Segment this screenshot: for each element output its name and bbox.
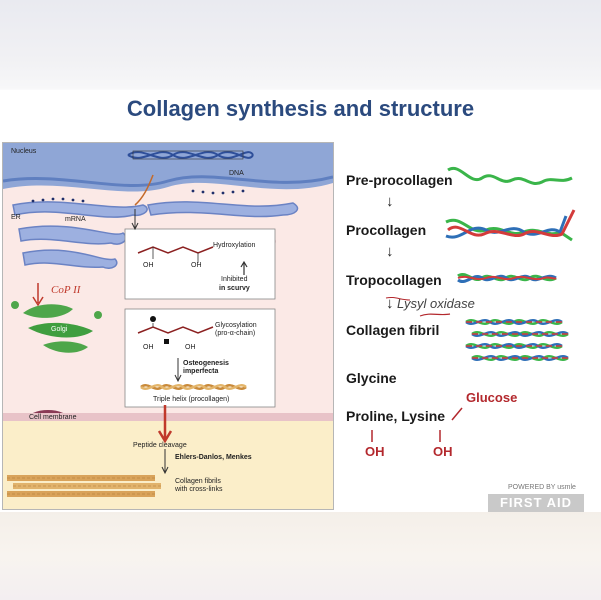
step-collagen-fibril: Collagen fibril <box>346 322 440 338</box>
step-procollagen: Procollagen <box>346 222 427 238</box>
oh-label-4: OH <box>185 344 196 351</box>
procollagen-strands <box>445 209 576 242</box>
golgi-label: Golgi <box>51 326 68 333</box>
er-label: ER <box>11 214 21 221</box>
arrow-down-icon: ↓ <box>386 243 394 260</box>
cell-diagram: Nucleus DNA mRNA ER Golgi Hydroxylation … <box>3 143 333 509</box>
hydroxylation-box <box>124 228 276 300</box>
powered-by-label: POWERED BY usmle <box>508 484 576 491</box>
step-proline-lysine: Proline, Lysine <box>346 408 446 424</box>
ehlers-danlos-label: Ehlers-Danlos, Menkes <box>175 454 252 461</box>
arrow-down-icon: ↓ <box>386 295 394 312</box>
oh-label-3: OH <box>143 344 154 351</box>
collagen-fibrils <box>7 475 161 497</box>
nucleus-label: Nucleus <box>11 148 37 155</box>
collagen-step-list: Pre-procollagen ↓ Procollagen ↓ Tropocol… <box>0 90 601 512</box>
glucose-annotation: Glucose <box>466 390 518 405</box>
step-glycine: Glycine <box>346 370 397 386</box>
triple-helix-label: Triple helix (procollagen) <box>153 396 229 403</box>
tropocollagen-strands <box>457 273 557 283</box>
first-aid-logo: FIRST AID <box>488 494 584 512</box>
inhibited-label: Inhibited <box>221 276 248 283</box>
in-scurvy-label: in scurvy <box>219 285 250 292</box>
collagen-fibrils-label: Collagen fibrils <box>175 478 221 485</box>
strand-illustrations <box>371 166 576 442</box>
cell-membrane-label: Cell membrane <box>29 414 77 421</box>
oh-annotation-right: OH <box>433 444 453 459</box>
background-fade <box>0 512 601 600</box>
glucose-pointer <box>451 407 463 421</box>
imperfecta-label: imperfecta <box>183 368 219 375</box>
oh-label-1: OH <box>143 262 154 269</box>
oh-label-2: OH <box>191 262 202 269</box>
dna-helix <box>127 150 254 160</box>
glycosylation-label: Glycosylation <box>215 322 257 329</box>
er-membranes <box>12 201 148 270</box>
step-pre-procollagen: Pre-procollagen <box>346 172 453 188</box>
step-tropocollagen: Tropocollagen <box>346 272 442 288</box>
golgi-apparatus <box>11 301 102 353</box>
pre-procollagen-strand <box>447 166 573 185</box>
triple-helix <box>140 384 247 390</box>
oh-annotation-left: OH <box>365 444 385 459</box>
slide-title: Collagen synthesis and structure <box>126 96 475 121</box>
handwritten-cop-label: CoP II <box>51 284 82 296</box>
collagen-fibril-bundle <box>465 319 569 361</box>
mrna-strand <box>134 174 154 206</box>
mrna-label: mRNA <box>65 216 86 223</box>
hydroxylation-label: Hydroxylation <box>213 242 256 249</box>
arrow-down-icon: ↓ <box>386 193 394 210</box>
glycosylation-sub-label: (pro-α-chain) <box>215 330 255 337</box>
dna-label: DNA <box>229 170 244 177</box>
peptide-cleavage-label: Peptide cleavage <box>133 442 187 449</box>
glycosylation-box <box>124 308 276 408</box>
cross-links-label: with cross-links <box>174 486 223 493</box>
slide: Collagen synthesis and structure <box>0 90 601 512</box>
cell-membrane-band <box>3 413 333 421</box>
lysyl-oxidase-label: Lysyl oxidase <box>397 296 475 311</box>
cell-diagram-panel: Nucleus DNA mRNA ER Golgi Hydroxylation … <box>2 142 334 510</box>
osteogenesis-label: Osteogenesis <box>183 360 229 367</box>
